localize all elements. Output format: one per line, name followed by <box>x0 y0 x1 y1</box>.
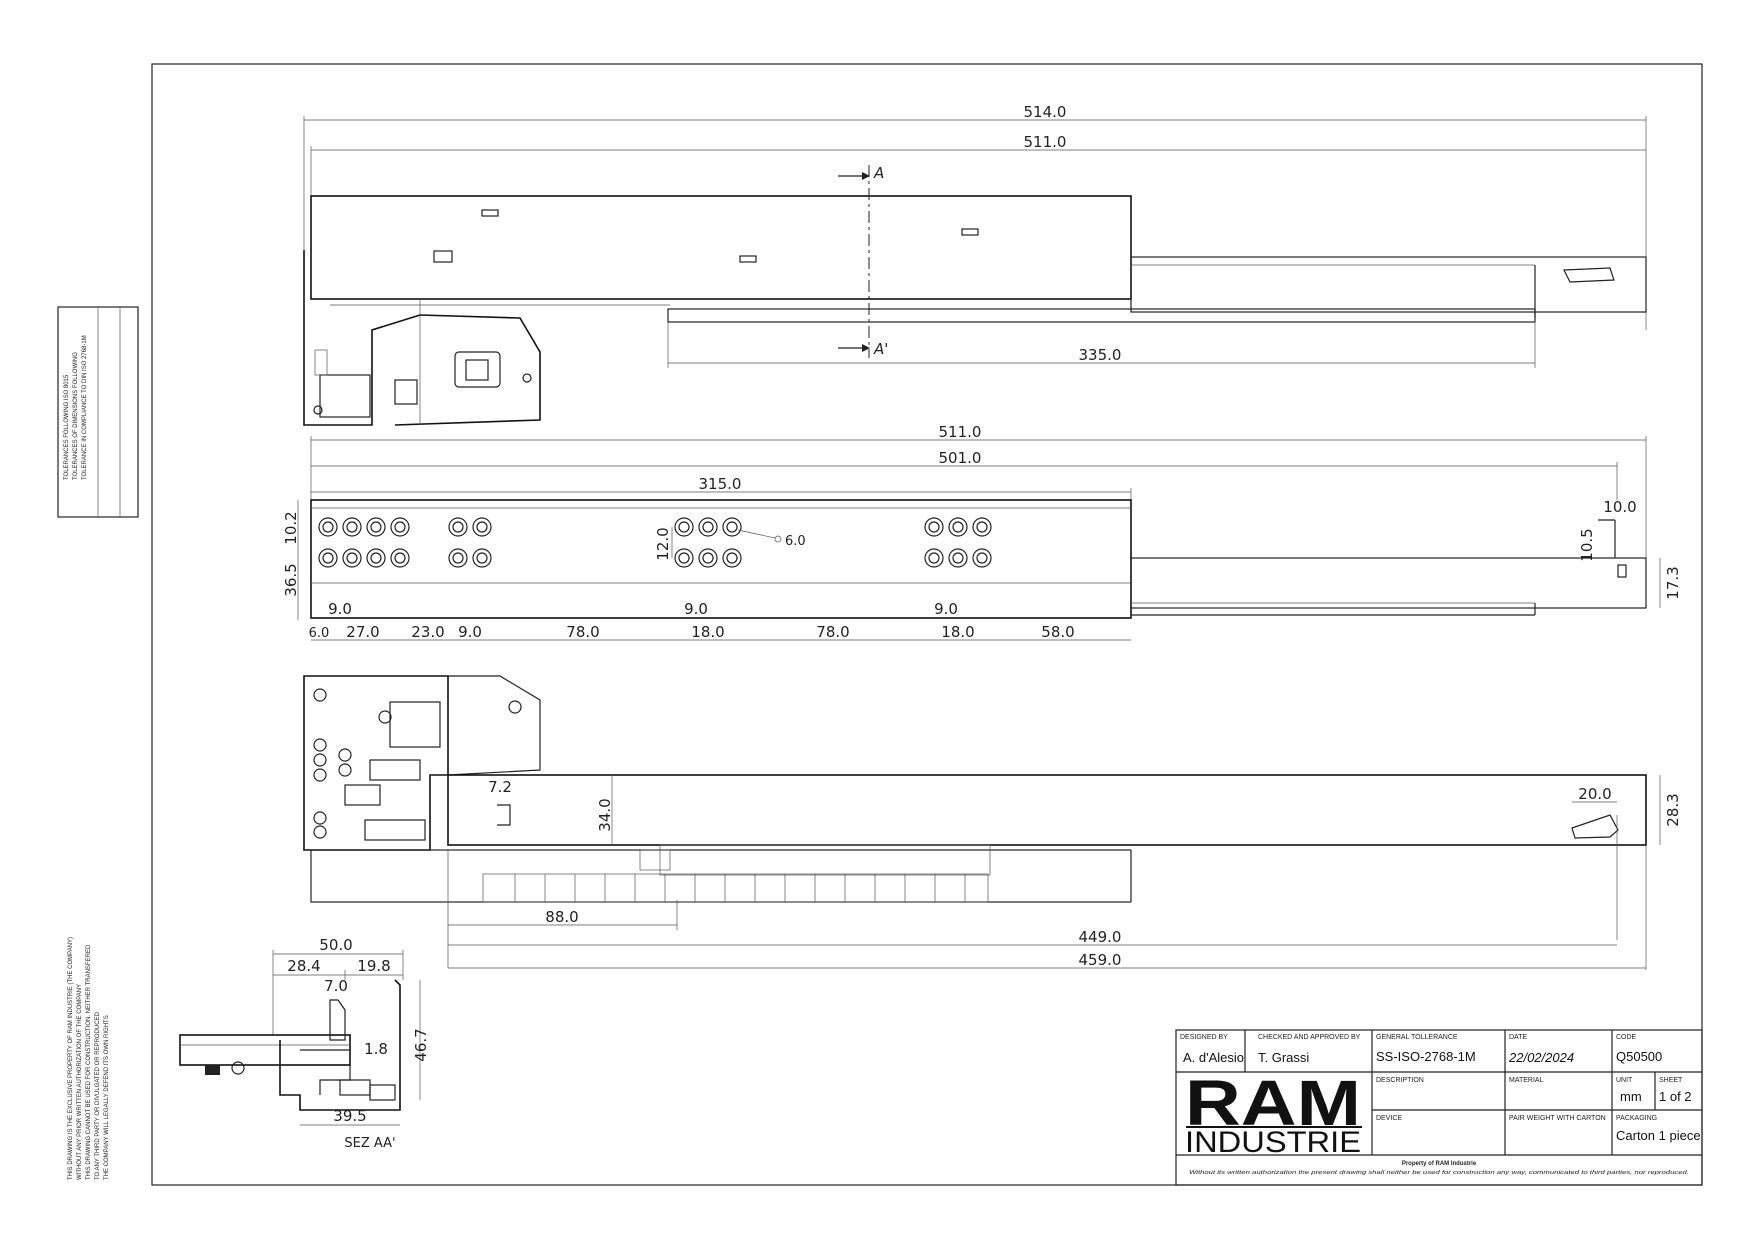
dim-1-8: 1.8 <box>364 1040 388 1058</box>
dim-315: 315.0 <box>699 475 742 493</box>
tolerance-line-2: TOLERANCE IN COMPLIANCE TO DIN ISO 2768-… <box>82 335 88 480</box>
dim-39-5: 39.5 <box>333 1107 366 1125</box>
tolerance-title: TOLERANCES FOLLOWING ISO 8015 <box>64 374 70 480</box>
dim-pitch-3: 9.0 <box>934 600 958 618</box>
dim-12: 12.0 <box>654 527 672 560</box>
dim-end-10-5: 10.5 <box>1578 528 1596 561</box>
weight-label: PAIR WEIGHT WITH CARTON <box>1509 1115 1606 1122</box>
dim-511-top: 511.0 <box>1024 133 1067 151</box>
section-view: 50.0 28.4 19.8 7.0 46.7 1.8 39.5 SEZ AA' <box>179 936 430 1151</box>
dim-chain-6: 6.0 <box>309 626 330 641</box>
footer-property: Property of RAM Industrie <box>1402 1161 1477 1167</box>
unit-value: mm <box>1620 1089 1642 1104</box>
mounting-holes <box>318 517 992 568</box>
top-view: 514.0 511.0 A A' <box>303 103 1647 426</box>
dim-7-2: 7.2 <box>488 778 512 796</box>
date-value: 22/02/2024 <box>1508 1050 1574 1065</box>
code-value: Q50500 <box>1616 1049 1662 1064</box>
dim-chain-23: 23.0 <box>411 623 444 641</box>
notice-line-1: THIS DRAWING IS THE EXCLUSIVE PROPERTY O… <box>68 937 74 1180</box>
dim-511-side: 511.0 <box>939 423 982 441</box>
section-caption: SEZ AA' <box>344 1136 395 1151</box>
unit-label: UNIT <box>1616 1077 1633 1084</box>
dim-chain-27: 27.0 <box>346 623 379 641</box>
packaging-value: Carton 1 piece <box>1616 1128 1701 1143</box>
dim-449: 449.0 <box>1079 928 1122 946</box>
designed-by-label: DESIGNED BY <box>1180 1034 1228 1041</box>
dim-28-3: 28.3 <box>1664 793 1682 826</box>
notice-line-5: THE COMPANY WILL LEGALLY DEFEND ITS OWN … <box>104 1015 110 1180</box>
material-label: MATERIAL <box>1509 1077 1544 1084</box>
dim-chain-78b: 78.0 <box>816 623 849 641</box>
notice-line-4: TO ANY THIRD PARTY OR DIVULGATED OR REPR… <box>95 1011 101 1180</box>
designed-by: A. d'Alesio <box>1183 1050 1244 1065</box>
side-view: 511.0 501.0 315.0 <box>282 423 1682 641</box>
footer-notice: Without its written authorization the pr… <box>1189 1170 1689 1176</box>
tolerance-line-1: TOLERANCES OF DIMENSIONS FOLLOWING <box>73 352 79 480</box>
dim-chain-18b: 18.0 <box>941 623 974 641</box>
copyright-notice: THIS DRAWING IS THE EXCLUSIVE PROPERTY O… <box>68 937 110 1180</box>
sheet-label: SHEET <box>1659 1077 1683 1084</box>
dim-28-4: 28.4 <box>287 957 320 975</box>
dim-7: 7.0 <box>324 977 348 995</box>
dim-20: 20.0 <box>1578 785 1611 803</box>
dim-335: 335.0 <box>1079 346 1122 364</box>
ram-industrie-logo: RAM INDUSTRIE <box>1185 1067 1362 1159</box>
dim-pitch-1: 9.0 <box>328 600 352 618</box>
dim-10-2: 10.2 <box>282 511 300 544</box>
dim-46-7: 46.7 <box>412 1028 430 1061</box>
dim-459: 459.0 <box>1079 951 1122 969</box>
code-label: CODE <box>1616 1034 1637 1041</box>
dim-17-3: 17.3 <box>1664 566 1682 599</box>
dim-88: 88.0 <box>545 908 578 926</box>
dim-pitch-2: 9.0 <box>684 600 708 618</box>
dim-514: 514.0 <box>1024 103 1067 121</box>
tolerance-box: TOLERANCES FOLLOWING ISO 8015 TOLERANCES… <box>57 306 139 518</box>
logo-industrie: INDUSTRIE <box>1185 1126 1361 1159</box>
notice-line-2: WITHOUT ANY PRIOR WRITTEN AUTHORIZATION … <box>77 984 83 1180</box>
title-block: DESIGNED BY A. d'Alesio CHECKED AND APPR… <box>1175 1029 1703 1186</box>
dim-chain-9: 9.0 <box>458 623 482 641</box>
section-mark-a: A <box>873 164 884 182</box>
dim-36-5: 36.5 <box>282 563 300 596</box>
tolerance-label: GENERAL TOLLERANCE <box>1376 1034 1458 1041</box>
checked-label: CHECKED AND APPROVED BY <box>1258 1034 1361 1041</box>
dim-hole-6: 6.0 <box>785 534 806 549</box>
general-tolerance: SS-ISO-2768-1M <box>1376 1049 1476 1064</box>
date-label: DATE <box>1509 1034 1527 1041</box>
dim-chain-78a: 78.0 <box>566 623 599 641</box>
dim-501: 501.0 <box>939 449 982 467</box>
device-label: DEVICE <box>1376 1115 1402 1122</box>
description-label: DESCRIPTION <box>1376 1077 1424 1084</box>
bottom-view: 7.2 34.0 20.0 28.3 88.0 449.0 459.0 <box>303 675 1682 970</box>
dim-chain-58: 58.0 <box>1041 623 1074 641</box>
notice-line-3: THIS DRAWING CANNOT BE USED FOR CONSTRUC… <box>86 944 92 1180</box>
dim-50: 50.0 <box>319 936 352 954</box>
packaging-label: PACKAGING <box>1616 1115 1657 1122</box>
dim-end-10: 10.0 <box>1603 498 1636 516</box>
checked-by: T. Grassi <box>1258 1050 1309 1065</box>
sheet-value: 1 of 2 <box>1659 1089 1692 1104</box>
dim-chain-18a: 18.0 <box>691 623 724 641</box>
section-mark-a-prime: A' <box>873 340 888 358</box>
dim-34: 34.0 <box>596 798 614 831</box>
drawing-frame <box>151 63 1703 1186</box>
dim-19-8: 19.8 <box>357 957 390 975</box>
